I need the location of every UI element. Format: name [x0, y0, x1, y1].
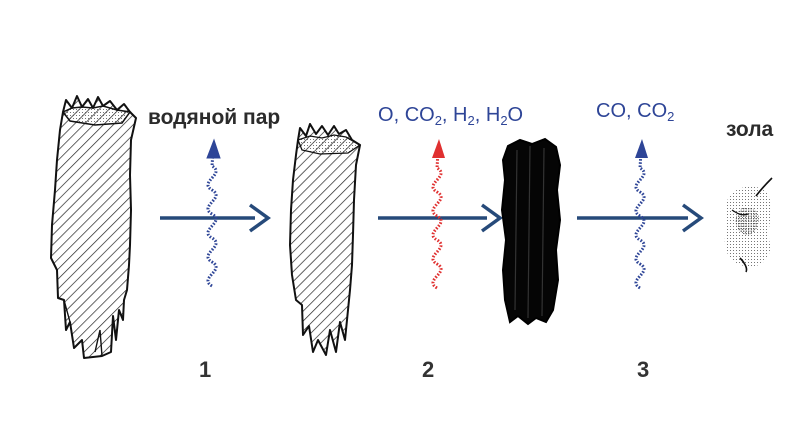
- step-number-1: 1: [199, 357, 212, 382]
- gas-h2-sub: 2: [467, 113, 475, 128]
- water-vapor-label: водяной пар: [148, 106, 281, 129]
- wood-stick-dried: [289, 123, 362, 356]
- gas-co2-stage3: CO: [637, 100, 668, 122]
- wood-stick-fresh: [50, 95, 137, 359]
- gas-co2-stage3-sub: 2: [667, 109, 675, 124]
- charcoal-stick: [500, 137, 562, 326]
- ash-label: зола: [726, 118, 774, 141]
- gas-co2: CO: [404, 104, 435, 126]
- gas-h2o: H: [485, 104, 501, 126]
- ash-pile: [724, 177, 773, 273]
- step-number-2: 2: [422, 357, 435, 382]
- gases-stage3-label: CO, CO2: [596, 100, 675, 124]
- gas-h2o-sub: 2: [500, 113, 508, 128]
- gas-wave-2: [431, 139, 445, 290]
- vapor-wave-1: [206, 138, 221, 288]
- gas-co2-sub: 2: [434, 113, 442, 128]
- process-arrow-2: [378, 203, 503, 233]
- gas-o: O: [378, 104, 394, 126]
- gases-stage2-label: O, CO2, H2, H2O: [378, 104, 524, 128]
- gas-co: CO: [596, 100, 626, 122]
- gas-wave-3: [634, 139, 648, 290]
- process-arrow-3: [577, 203, 704, 233]
- process-arrow-1: [160, 203, 271, 233]
- gas-h2o-tail: O: [507, 104, 524, 126]
- gas-h2: H: [453, 104, 468, 126]
- step-number-3: 3: [637, 357, 650, 382]
